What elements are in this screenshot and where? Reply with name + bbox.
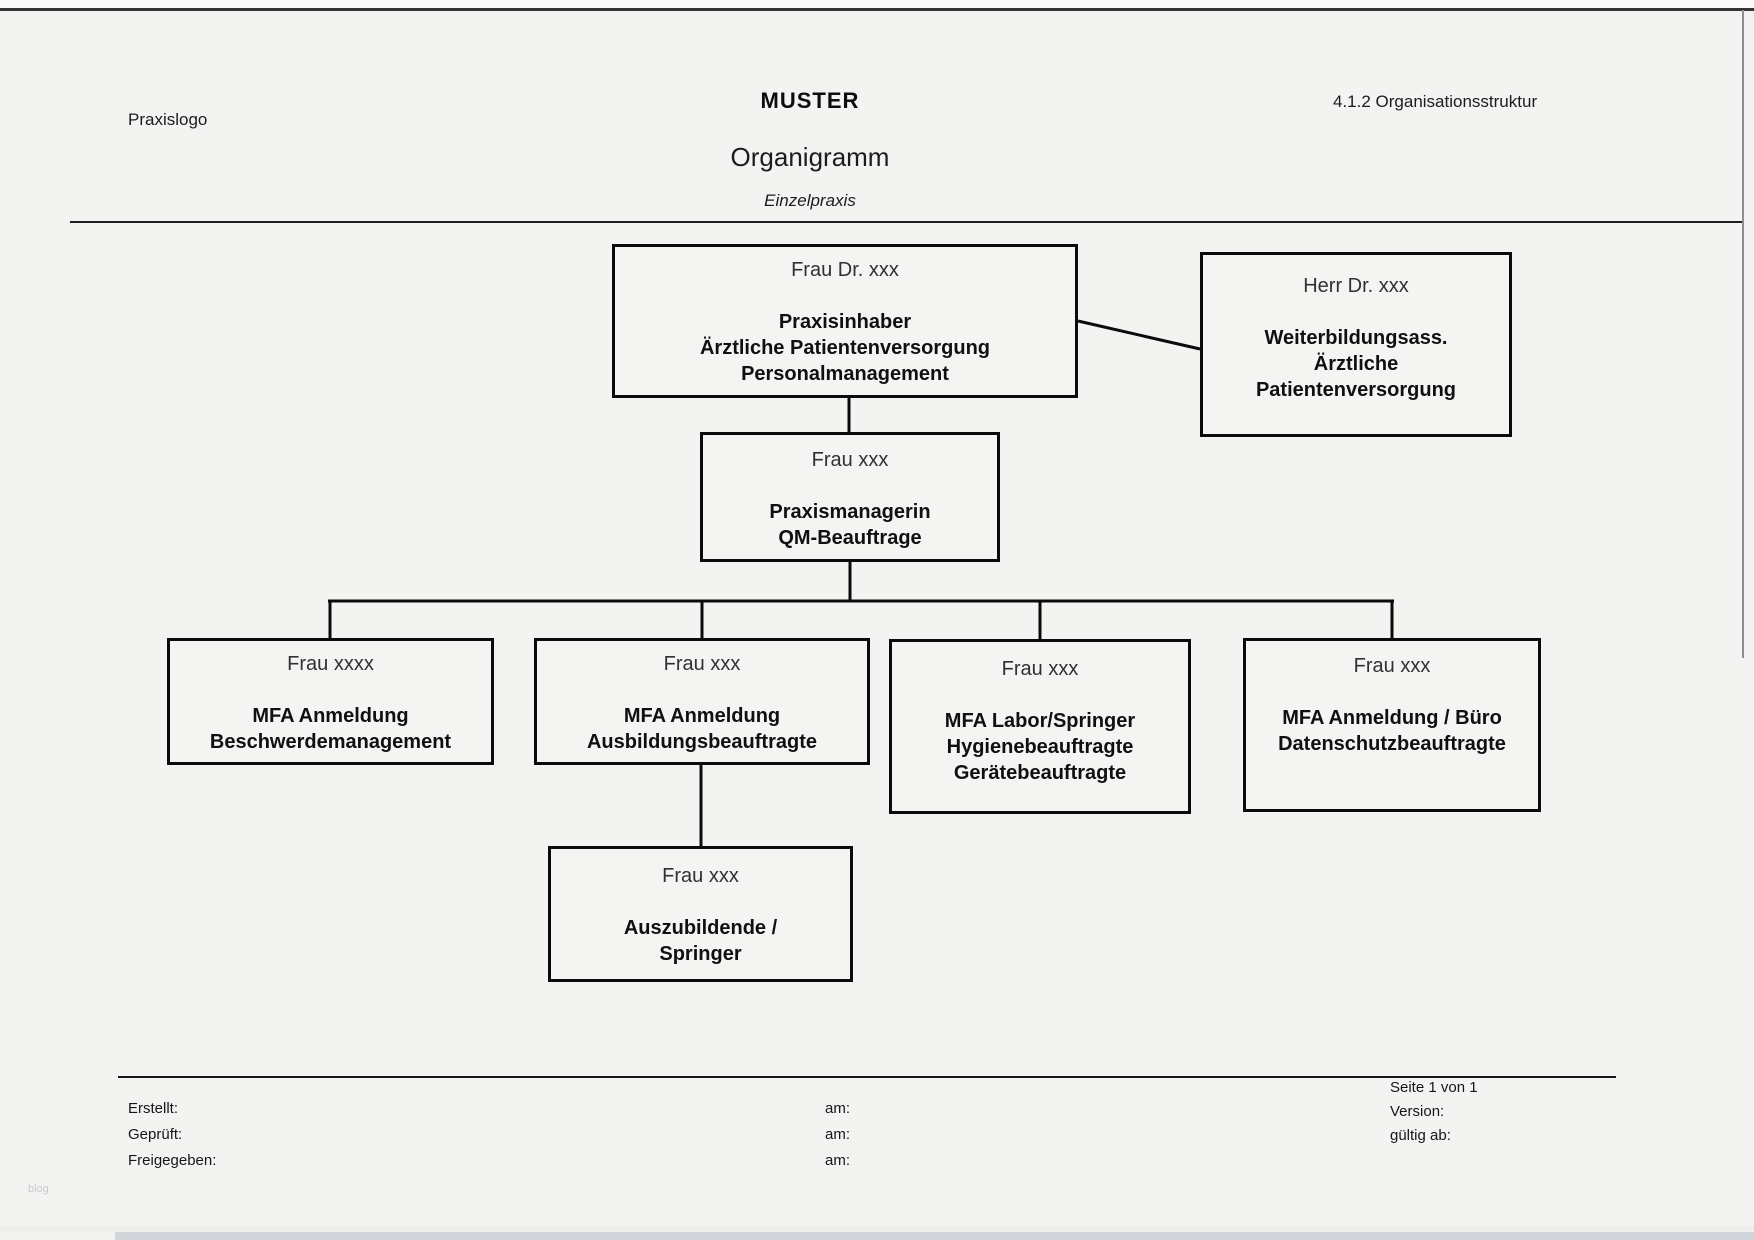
created-date-label: am: xyxy=(825,1100,851,1117)
org-node-auszubildende: Frau xxx Auszubildende / Springer xyxy=(548,846,853,982)
node-role: Ausbildungsbeauftragte xyxy=(586,731,817,753)
node-role: MFA Anmeldung xyxy=(623,705,781,727)
node-name: Frau Dr. xxx xyxy=(791,259,899,281)
org-node-mfa-anmeldung-ausbildung: Frau xxx MFA Anmeldung Ausbildungsbeauft… xyxy=(534,638,870,765)
praxislogo-placeholder: Praxislogo xyxy=(128,110,208,129)
version-label: Version: xyxy=(1390,1103,1445,1120)
org-node-mfa-anmeldung-buero: Frau xxx MFA Anmeldung / Büro Datenschut… xyxy=(1243,638,1541,812)
node-name: Herr Dr. xxx xyxy=(1303,275,1409,297)
node-role: Praxismanagerin xyxy=(769,501,931,523)
node-role: Springer xyxy=(659,943,742,965)
practice-type-label: Einzelpraxis xyxy=(764,191,856,210)
org-node-inhaber: Frau Dr. xxx Praxisinhaber Ärztliche Pat… xyxy=(612,244,1078,398)
node-name: Frau xxxx xyxy=(287,653,374,675)
header-divider xyxy=(70,221,1742,223)
node-roles: MFA Anmeldung / Büro Datenschutzbeauftra… xyxy=(1246,705,1538,757)
checked-date-label: am: xyxy=(825,1126,851,1143)
node-role: Beschwerdemanagement xyxy=(209,731,452,753)
node-roles: MFA Anmeldung Beschwerdemanagement xyxy=(170,703,491,755)
page-subtitle: Organigramm xyxy=(730,142,890,172)
node-role: Auszubildende / xyxy=(623,917,778,939)
footer-divider xyxy=(118,1076,1616,1078)
node-role: MFA Anmeldung xyxy=(252,705,409,727)
top-edge-line xyxy=(0,8,1754,11)
page-number: Seite 1 von 1 xyxy=(1390,1079,1478,1096)
node-name: Frau xxx xyxy=(1001,658,1079,680)
node-roles: MFA Anmeldung Ausbildungsbeauftragte xyxy=(537,703,867,755)
document-number: 4.1.2 Organisationsstruktur xyxy=(1333,92,1538,111)
node-role: Ärztliche Patientenversorgung xyxy=(699,337,991,359)
released-label: Freigegeben: xyxy=(128,1152,217,1169)
right-edge-line xyxy=(1742,10,1744,658)
node-role: Gerätebeauftragte xyxy=(953,762,1127,784)
released-date-label: am: xyxy=(825,1152,851,1169)
valid-from-label: gültig ab: xyxy=(1390,1127,1451,1144)
org-node-mfa-anmeldung-beschwerdemanagement: Frau xxxx MFA Anmeldung Beschwerdemanage… xyxy=(167,638,494,765)
org-node-praxismanagerin: Frau xxx Praxismanagerin QM-Beauftrage xyxy=(700,432,1000,562)
node-role: Personalmanagement xyxy=(741,363,949,385)
node-name: Frau xxx xyxy=(662,865,739,887)
node-role: Praxisinhaber xyxy=(778,311,912,333)
node-role: Weiterbildungsass. xyxy=(1264,327,1448,349)
watermark-text: blog xyxy=(28,1183,49,1195)
node-roles: Praxisinhaber Ärztliche Patientenversorg… xyxy=(615,309,1075,387)
node-roles: Auszubildende / Springer xyxy=(551,915,850,967)
node-role: MFA Anmeldung / Büro xyxy=(1282,707,1502,729)
node-role: Hygienebeauftragte xyxy=(946,736,1134,758)
top-strip xyxy=(0,0,1754,8)
node-name: Frau xxx xyxy=(663,653,741,675)
node-role: Ärztliche xyxy=(1313,353,1399,375)
node-roles: MFA Labor/Springer Hygienebeauftragte Ge… xyxy=(892,708,1188,786)
bottom-bar-light xyxy=(0,1226,1754,1231)
node-name: Frau xxx xyxy=(1353,655,1431,677)
node-name: Frau xxx xyxy=(811,449,889,471)
node-role: QM-Beauftrage xyxy=(778,527,922,549)
org-node-weiterbildungsassistent: Herr Dr. xxx Weiterbildungsass. Ärztlich… xyxy=(1200,252,1512,437)
node-roles: Weiterbildungsass. Ärztliche Patientenve… xyxy=(1203,325,1509,403)
bottom-bar xyxy=(115,1232,1754,1240)
checked-label: Geprüft: xyxy=(128,1126,183,1143)
node-role: Patientenversorgung xyxy=(1255,379,1457,401)
node-role: Datenschutzbeauftragte xyxy=(1278,733,1506,755)
node-roles: Praxismanagerin QM-Beauftrage xyxy=(703,499,997,551)
node-role: MFA Labor/Springer xyxy=(944,710,1136,732)
created-label: Erstellt: xyxy=(128,1100,179,1117)
org-node-mfa-labor-springer: Frau xxx MFA Labor/Springer Hygienebeauf… xyxy=(889,639,1191,814)
page-title: MUSTER xyxy=(760,88,860,113)
